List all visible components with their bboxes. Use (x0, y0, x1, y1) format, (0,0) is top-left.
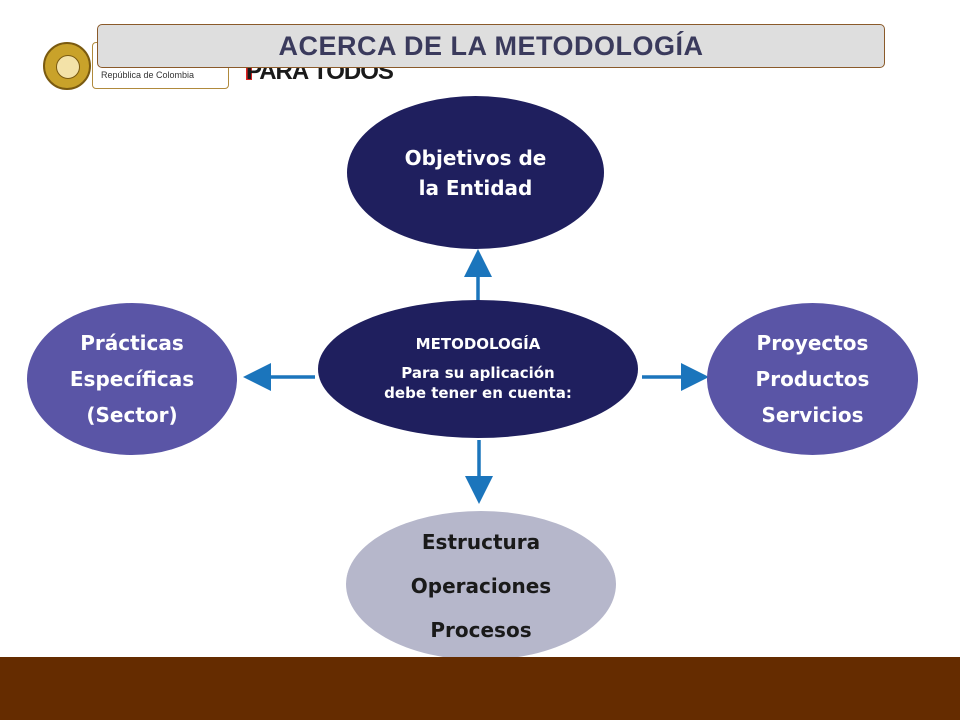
node-objetivos-line-2: la Entidad (418, 175, 533, 200)
node-proyectos-line-1: Proyectos (756, 331, 869, 355)
title-bar: ACERCA DE LA METODOLOGÍA (97, 24, 885, 68)
footer-band (0, 657, 960, 720)
node-practicas-line-1: Prácticas (80, 331, 184, 355)
node-metodologia-line-1: Para su aplicación (401, 364, 555, 382)
node-objetivos: Objetivos de la Entidad (347, 96, 604, 249)
node-proyectos: Proyectos Productos Servicios (707, 303, 918, 455)
node-proyectos-line-3: Servicios (761, 403, 864, 427)
node-practicas: Prácticas Específicas (Sector) (27, 303, 237, 455)
node-metodologia: METODOLOGÍA Para su aplicación debe tene… (318, 300, 638, 438)
node-estructura-line-1: Estructura (421, 529, 541, 554)
node-estructura-line-3: Procesos (430, 617, 532, 642)
node-estructura: Estructura Operaciones Procesos (346, 508, 616, 660)
node-objetivos-line-1: Objetivos de (404, 145, 547, 170)
slogan-mark-icon (246, 66, 252, 80)
node-estructura-line-2: Operaciones (410, 573, 552, 598)
node-practicas-line-3: (Sector) (86, 403, 178, 427)
page-title: ACERCA DE LA METODOLOGÍA (278, 31, 704, 61)
logo-caption: República de Colombia (101, 70, 195, 80)
node-metodologia-line-2: debe tener en cuenta: (384, 384, 572, 402)
node-metodologia-heading: METODOLOGÍA (415, 335, 541, 353)
colombia-seal-icon (43, 42, 91, 90)
node-proyectos-line-2: Productos (755, 367, 870, 391)
node-practicas-line-2: Específicas (69, 367, 195, 391)
